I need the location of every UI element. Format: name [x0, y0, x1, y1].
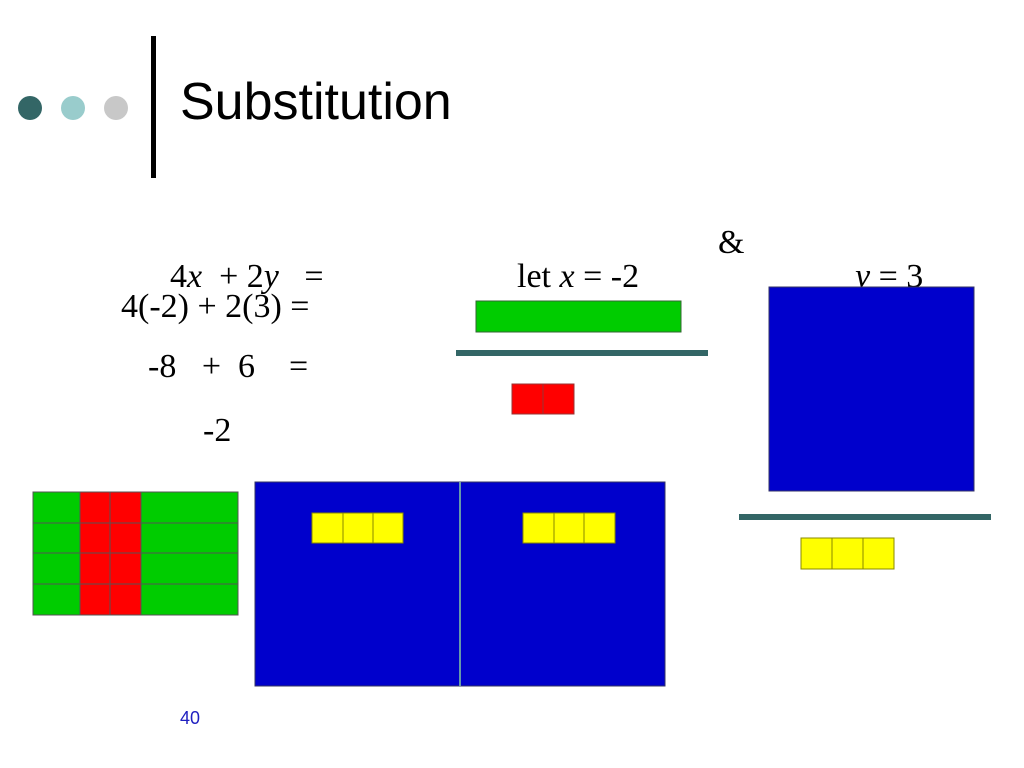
y-var: y — [855, 258, 871, 295]
title-divider-bar — [151, 36, 156, 178]
neg-unit-tile-1 — [511, 383, 544, 415]
y-statement: y = 3 — [838, 226, 923, 294]
left-pos-unit-1 — [311, 512, 344, 544]
right-pos-unit-1 — [522, 512, 555, 544]
let-x-var: x — [559, 258, 575, 295]
bullet-dot-gray — [104, 96, 128, 120]
bullet-dot-teal — [61, 96, 85, 120]
let-label: let — [517, 258, 560, 295]
left-pos-unit-3 — [372, 512, 404, 544]
slide-page-number: 40 — [180, 708, 201, 728]
y-divider-line — [739, 514, 991, 520]
right-pos-unit-3 — [583, 512, 616, 544]
neg-unit-tile-2 — [542, 383, 575, 415]
ampersand: & — [718, 224, 745, 261]
eq1-op: + 2 — [202, 258, 264, 295]
equation-line-2: 4(-2) + 2(3) = — [121, 288, 310, 325]
let-x-statement: let x = -2 — [500, 226, 639, 294]
eq1-var-y: y — [263, 258, 279, 295]
bullet-dot-dark — [18, 96, 42, 120]
equation-line-3: -8 + 6 = — [148, 348, 309, 385]
pos-unit-tile-2 — [831, 537, 864, 570]
y-value: = 3 — [870, 258, 924, 295]
right-pos-unit-2 — [553, 512, 585, 544]
x-divider-line — [456, 350, 708, 356]
slide-title: Substitution — [180, 73, 452, 131]
eq1-coef: 4 — [170, 258, 187, 295]
x-tile — [475, 300, 682, 333]
pos-unit-tile-3 — [862, 537, 895, 570]
left-pos-unit-2 — [342, 512, 374, 544]
eq1-equals: = — [278, 258, 324, 295]
pos-unit-tile-1 — [800, 537, 833, 570]
four-x-tile-grid — [32, 491, 239, 616]
y-tile — [768, 286, 975, 492]
equation-line-4: -2 — [203, 412, 232, 449]
equation-line-1: 4x + 2y = — [153, 226, 324, 294]
let-x-value: = -2 — [574, 258, 640, 295]
eq1-var-x: x — [187, 258, 203, 295]
